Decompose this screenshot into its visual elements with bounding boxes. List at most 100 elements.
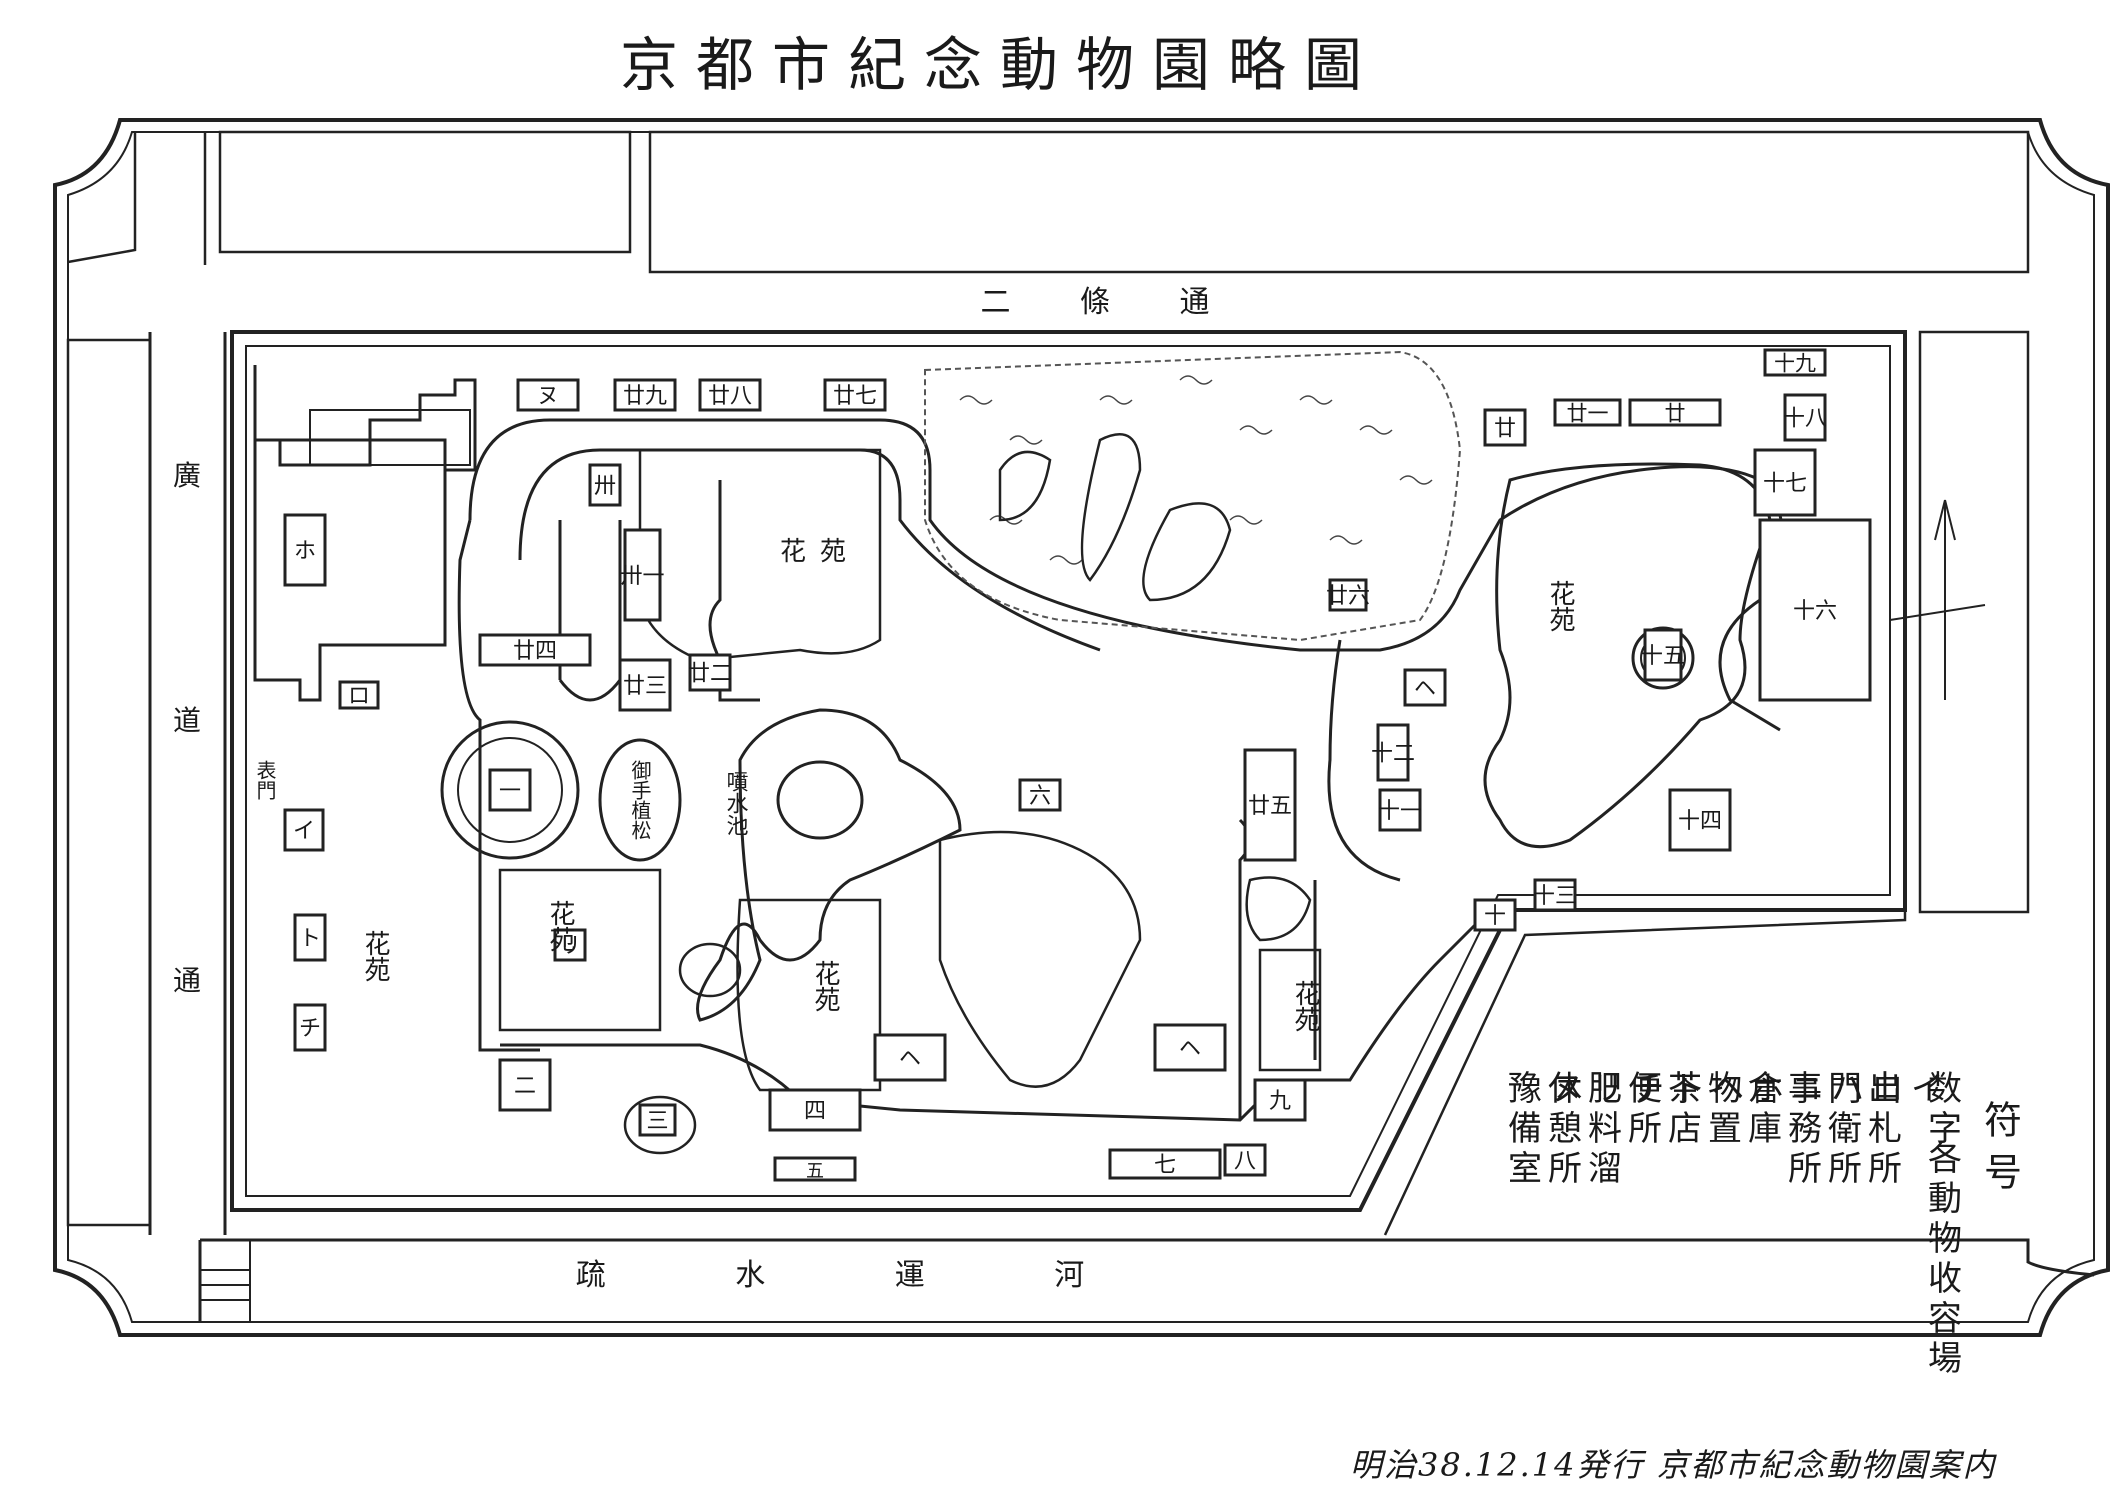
legend-meaning: 事務所 xyxy=(1781,1070,1822,1190)
legend-column: ホ物置 xyxy=(1700,1070,1785,1150)
gate-label: 表門 xyxy=(253,760,277,800)
enclosure-label: 十九 xyxy=(1774,352,1816,376)
publication-footer: 明治38.12.14発行 京都市紀念動物園案内 xyxy=(1350,1446,1997,1484)
enclosure-box xyxy=(1753,448,1817,517)
enclosure-label: 廿八 xyxy=(708,384,752,409)
enclosure-box xyxy=(338,680,380,710)
enclosure-box xyxy=(613,378,677,412)
enclosure-label: 廿 xyxy=(1494,417,1516,442)
enclosure-box xyxy=(1018,778,1062,812)
enclosure-label: 十二 xyxy=(1371,742,1415,767)
legend-code: ロ xyxy=(1864,1070,1904,1110)
legend-meaning: 門衛所 xyxy=(1821,1070,1862,1190)
enclosure-label: 十六 xyxy=(1793,599,1837,624)
enclosure-box xyxy=(1533,878,1577,912)
enclosure-label: ホ xyxy=(294,539,316,564)
enclosure-label: 四 xyxy=(804,1099,826,1124)
enclosure-label: ト xyxy=(299,927,321,952)
enclosure-box xyxy=(1378,788,1422,832)
map-title: 京都市紀念動物園略圖 xyxy=(620,31,1381,99)
enclosure-box xyxy=(553,928,587,962)
north-block-right xyxy=(648,130,2030,274)
enclosure-label: 廿七 xyxy=(833,384,877,409)
enclosure-label: 六 xyxy=(1029,784,1051,809)
enclosure-label: ヘ xyxy=(1414,677,1436,702)
enclosure-box xyxy=(516,378,580,412)
enclosure-label: 十三 xyxy=(1533,884,1577,909)
enclosure-label: 十 xyxy=(1484,904,1506,929)
enclosure-box xyxy=(1253,1078,1307,1122)
enclosure-label: ヌ xyxy=(537,384,559,409)
enclosure-box xyxy=(823,378,887,412)
legend-meaning: 出札所 xyxy=(1861,1070,1902,1190)
legend-code: ヌ xyxy=(1544,1070,1584,1110)
legend-meaning: 倉庫 xyxy=(1741,1070,1782,1150)
flower-garden-3: 花苑 xyxy=(360,930,390,982)
west-block xyxy=(66,338,152,1227)
enclosure-box xyxy=(588,463,622,507)
west-street-char-3: 通 xyxy=(173,964,201,997)
flower-garden-4: 花苑 xyxy=(810,960,840,1012)
enclosure-box xyxy=(1243,748,1297,862)
west-street-char-2: 道 xyxy=(173,704,201,737)
fountain-pond xyxy=(696,708,962,1022)
enclosure-label: リ xyxy=(559,934,581,959)
enclosure-box xyxy=(478,633,592,667)
legend-meaning: 茶店 xyxy=(1661,1070,1702,1150)
enclosure-box xyxy=(1473,898,1517,932)
enclosure-label: 十一 xyxy=(1378,799,1422,824)
enclosure-box xyxy=(623,528,662,622)
north-block-mid xyxy=(218,130,632,254)
legend-code: ヘ xyxy=(1704,1070,1744,1110)
enclosure-label: 十八 xyxy=(1783,407,1827,432)
enclosure-label: イ xyxy=(293,819,315,844)
legend-column: ヘ茶店 xyxy=(1660,1070,1745,1150)
enclosure-box xyxy=(1758,518,1872,702)
enclosure-label: 三 xyxy=(646,1109,668,1134)
pine-tree-area xyxy=(598,738,682,862)
enclosure-label: 廿九 xyxy=(623,384,667,409)
enclosure-box xyxy=(1763,348,1827,377)
legend-numbers-meaning: 各動物收容場 xyxy=(1921,1140,1962,1380)
legend-column: イ出札所 xyxy=(1860,1070,1945,1190)
outer-frame xyxy=(53,118,2110,1337)
legend-column: ヌ豫備室 xyxy=(1500,1070,1585,1190)
enclosure-label: ヘ xyxy=(899,1047,921,1072)
north-street-label: 二 條 通 xyxy=(980,285,1239,320)
enclosure-box xyxy=(768,1088,862,1132)
canal xyxy=(200,1238,2095,1277)
legend-column: ロ門衛所 xyxy=(1820,1070,1905,1190)
enclosure-box xyxy=(1108,1148,1222,1180)
enclosure-label: チ xyxy=(299,1017,321,1042)
fountain-label: 噴水池 xyxy=(723,770,749,836)
legend-meaning: 豫備室 xyxy=(1501,1070,1542,1190)
legend-heading: 符号 xyxy=(1977,1100,2022,1204)
enclosure-box xyxy=(498,1058,552,1112)
enclosure-box xyxy=(1403,668,1447,707)
bridge-steps xyxy=(200,1240,251,1322)
enclosure-box xyxy=(618,658,672,712)
enclosure-label: 廿 xyxy=(1665,402,1686,426)
east-block xyxy=(1383,332,1907,1236)
enclosure-label: 二 xyxy=(514,1074,536,1099)
enclosure-boxes: ヌ廿九廿八廿七ロホイトチ卅卅一廿四廿三廿二一リ二三四五六ヘヘ七八九廿五十十一十二… xyxy=(283,348,1872,1182)
enclosure-label: 廿二 xyxy=(688,662,732,687)
enclosure-label: 八 xyxy=(1234,1149,1256,1174)
enclosure-box xyxy=(688,653,732,692)
flower-garden-6: 花苑 xyxy=(1545,580,1575,632)
enclosure-label: 廿一 xyxy=(1567,402,1609,426)
enclosure-box xyxy=(1783,393,1827,442)
enclosure-box xyxy=(1553,398,1622,427)
legend-code: チ xyxy=(1624,1070,1664,1110)
enclosure-box xyxy=(488,768,532,812)
north-arrow xyxy=(1889,499,1986,700)
central-pond xyxy=(938,830,1142,1088)
pine-label: 御手植松 xyxy=(628,760,652,840)
enclosure-label: 九 xyxy=(1269,1089,1291,1114)
enclosure-label: 十四 xyxy=(1678,809,1722,834)
enclosure-label: 一 xyxy=(499,779,521,804)
flower-garden-5: 花苑 xyxy=(1290,980,1320,1032)
legend-code: リ xyxy=(1584,1070,1624,1110)
legend-meaning: 休憩所 xyxy=(1541,1070,1582,1190)
legend-meaning: 肥料溜 xyxy=(1581,1070,1622,1190)
